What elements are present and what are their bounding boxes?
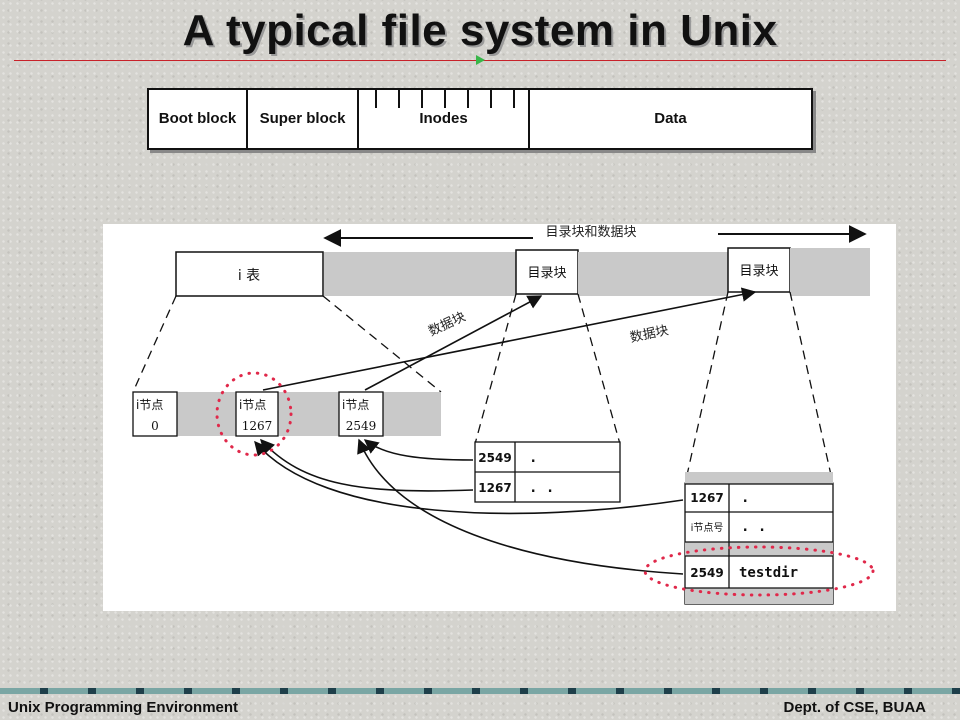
inode-tick <box>375 90 377 108</box>
gray-segment <box>578 252 728 296</box>
dir1-row1-name: . <box>529 450 537 466</box>
inode-tick <box>444 90 446 108</box>
inode-0-number: 0 <box>151 419 159 433</box>
inode-diagram: 目录块和数据块 i 表 目录块 目录块 i节点 0 i节点 1267 i节点 2… <box>103 224 896 611</box>
itable-label: i 表 <box>238 268 260 284</box>
dir2-inode-num-label: i节点号 <box>691 522 724 534</box>
data-label: Data <box>654 109 687 127</box>
data-block-label-2: 数据块 <box>629 323 670 346</box>
data-arrow-2549 <box>364 295 543 391</box>
dir2-row1-inode: 1267 <box>690 491 723 505</box>
inode-tick <box>398 90 400 108</box>
link-arrow-dot-2 <box>254 440 684 515</box>
highlight-circle-inode-1267 <box>215 371 293 457</box>
boot-block-cell: Boot block <box>149 90 248 148</box>
dir2-row3-inode: 2549 <box>690 566 723 580</box>
dir1-row1-inode: 2549 <box>478 451 511 465</box>
projection-lines <box>132 291 834 485</box>
inode-0-label: i节点 <box>136 398 163 412</box>
inodes-cell: Inodes <box>359 90 530 148</box>
dir1-row2-inode: 1267 <box>478 481 511 495</box>
dir-and-data-caption: 目录块和数据块 <box>545 225 636 240</box>
title-marker-icon <box>476 55 485 65</box>
inode-cell-2549 <box>338 391 384 437</box>
inode-tick <box>467 90 469 108</box>
slide-title: A typical file system in Unix <box>182 6 778 55</box>
dir2-row1-name: . <box>741 490 749 506</box>
dir-block-2 <box>727 247 791 293</box>
boot-block-label: Boot block <box>158 109 237 127</box>
data-block-label-1: 数据块 <box>426 310 468 340</box>
super-block-label: Super block <box>259 109 346 127</box>
gray-segment <box>790 248 870 296</box>
inode-1267-number: 1267 <box>242 419 273 433</box>
highlight-circle-testdir <box>643 545 875 597</box>
footer-left: Unix Programming Environment <box>8 699 239 716</box>
dir1-row2-name: . . <box>529 480 554 496</box>
inode-cell-1267 <box>235 391 279 437</box>
data-arrow-1267 <box>262 287 757 391</box>
inode-cell-0 <box>132 391 178 437</box>
inode-tick <box>421 90 423 108</box>
footer-band <box>0 688 960 694</box>
dir2-row3-name: testdir <box>739 565 798 581</box>
inode-tick <box>513 90 515 108</box>
inodes-label: Inodes <box>419 109 468 127</box>
link-arrow-dot-1 <box>363 439 474 461</box>
dir2-gray-top <box>685 472 833 484</box>
super-block-cell: Super block <box>248 90 359 148</box>
dir2-row2-name: . . <box>741 519 766 535</box>
dir-block-2-label: 目录块 <box>739 264 778 279</box>
gray-segment <box>324 252 516 296</box>
dir2-gray-mid <box>685 542 833 556</box>
inode-tick <box>490 90 492 108</box>
inode-2549-label: i节点 <box>342 398 369 412</box>
data-cell: Data <box>530 90 811 148</box>
fs-layout-bar: Boot block Super block Inodes Data <box>147 88 813 150</box>
footer-right: Dept. of CSE, BUAA <box>783 699 927 716</box>
inode-ticks <box>359 90 528 108</box>
inode-diagram-svg: 目录块和数据块 i 表 目录块 目录块 i节点 0 i节点 1267 i节点 2… <box>132 225 875 605</box>
dir-block-1-label: 目录块 <box>527 266 566 281</box>
link-arrow-testdir <box>357 438 684 575</box>
link-arrow-dotdot-1 <box>260 438 474 492</box>
inode-2549-number: 2549 <box>346 419 377 433</box>
itable-box <box>175 251 324 297</box>
inode-1267-label: i节点 <box>239 398 266 412</box>
